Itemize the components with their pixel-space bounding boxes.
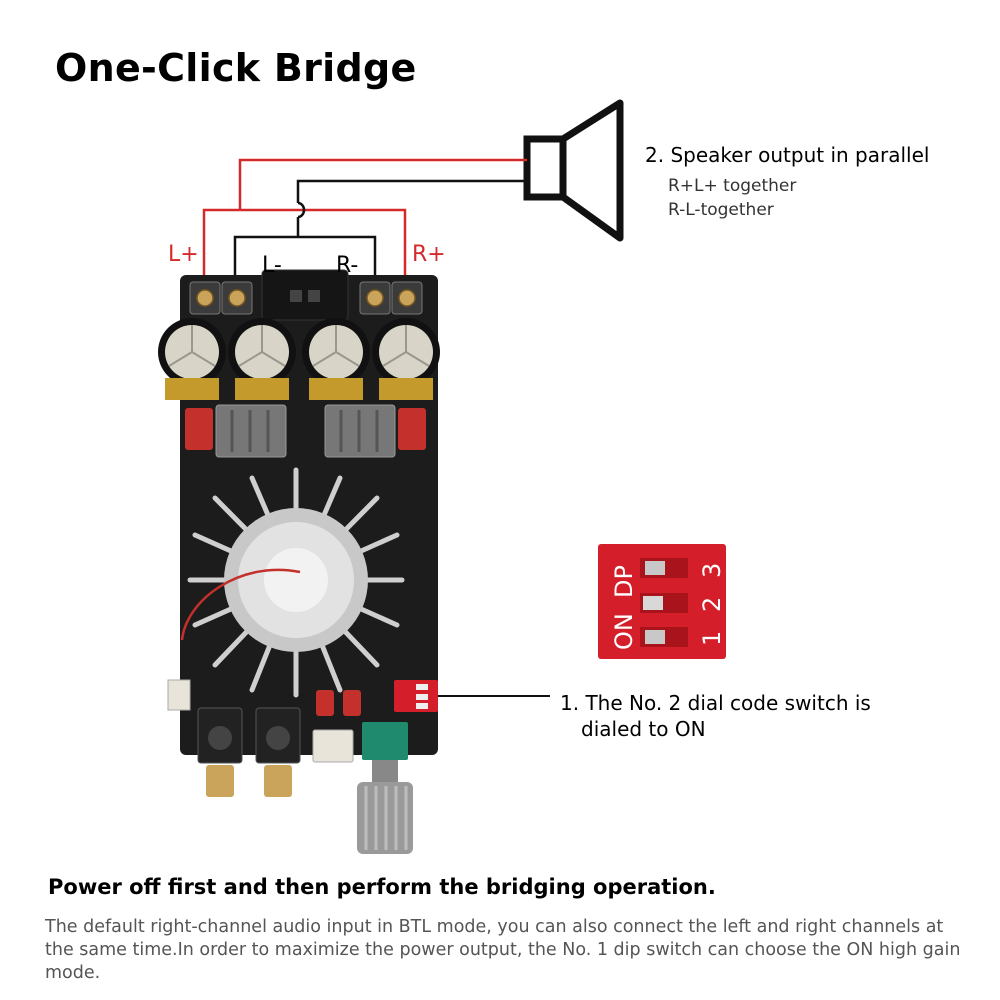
dip-switch-icon: ON DP 3 2 1 [598, 544, 726, 659]
amplifier-board-image [158, 269, 440, 854]
label-l-minus: L- [262, 253, 282, 278]
speaker-callout-title: 2. Speaker output in parallel [645, 143, 930, 167]
dip-label-dp: DP [610, 565, 638, 598]
speaker-icon [523, 99, 624, 242]
label-r-minus: R- [336, 253, 359, 278]
speaker-callout-line-1: R+L+ together [668, 176, 797, 196]
dip-number-1: 1 [698, 631, 726, 646]
dip-number-2: 2 [698, 597, 726, 612]
label-r-plus: R+ [412, 242, 446, 267]
speaker-callout-line-2: R-L-together [668, 200, 774, 220]
dip-label-on: ON [610, 613, 638, 650]
page-title: One-Click Bridge [55, 46, 417, 90]
footer-heading: Power off first and then perform the bri… [48, 875, 716, 899]
footer-body: The default right-channel audio input in… [45, 917, 961, 983]
switch-callout-line-2: dialed to ON [581, 717, 706, 741]
switch-callout-line-1: 1. The No. 2 dial code switch is [560, 691, 871, 715]
dip-number-3: 3 [698, 563, 726, 578]
positive-wires [202, 158, 527, 290]
negative-wires [233, 179, 527, 290]
label-l-plus: L+ [168, 242, 199, 267]
switch-callout: 1. The No. 2 dial code switch is dialed … [560, 690, 871, 742]
